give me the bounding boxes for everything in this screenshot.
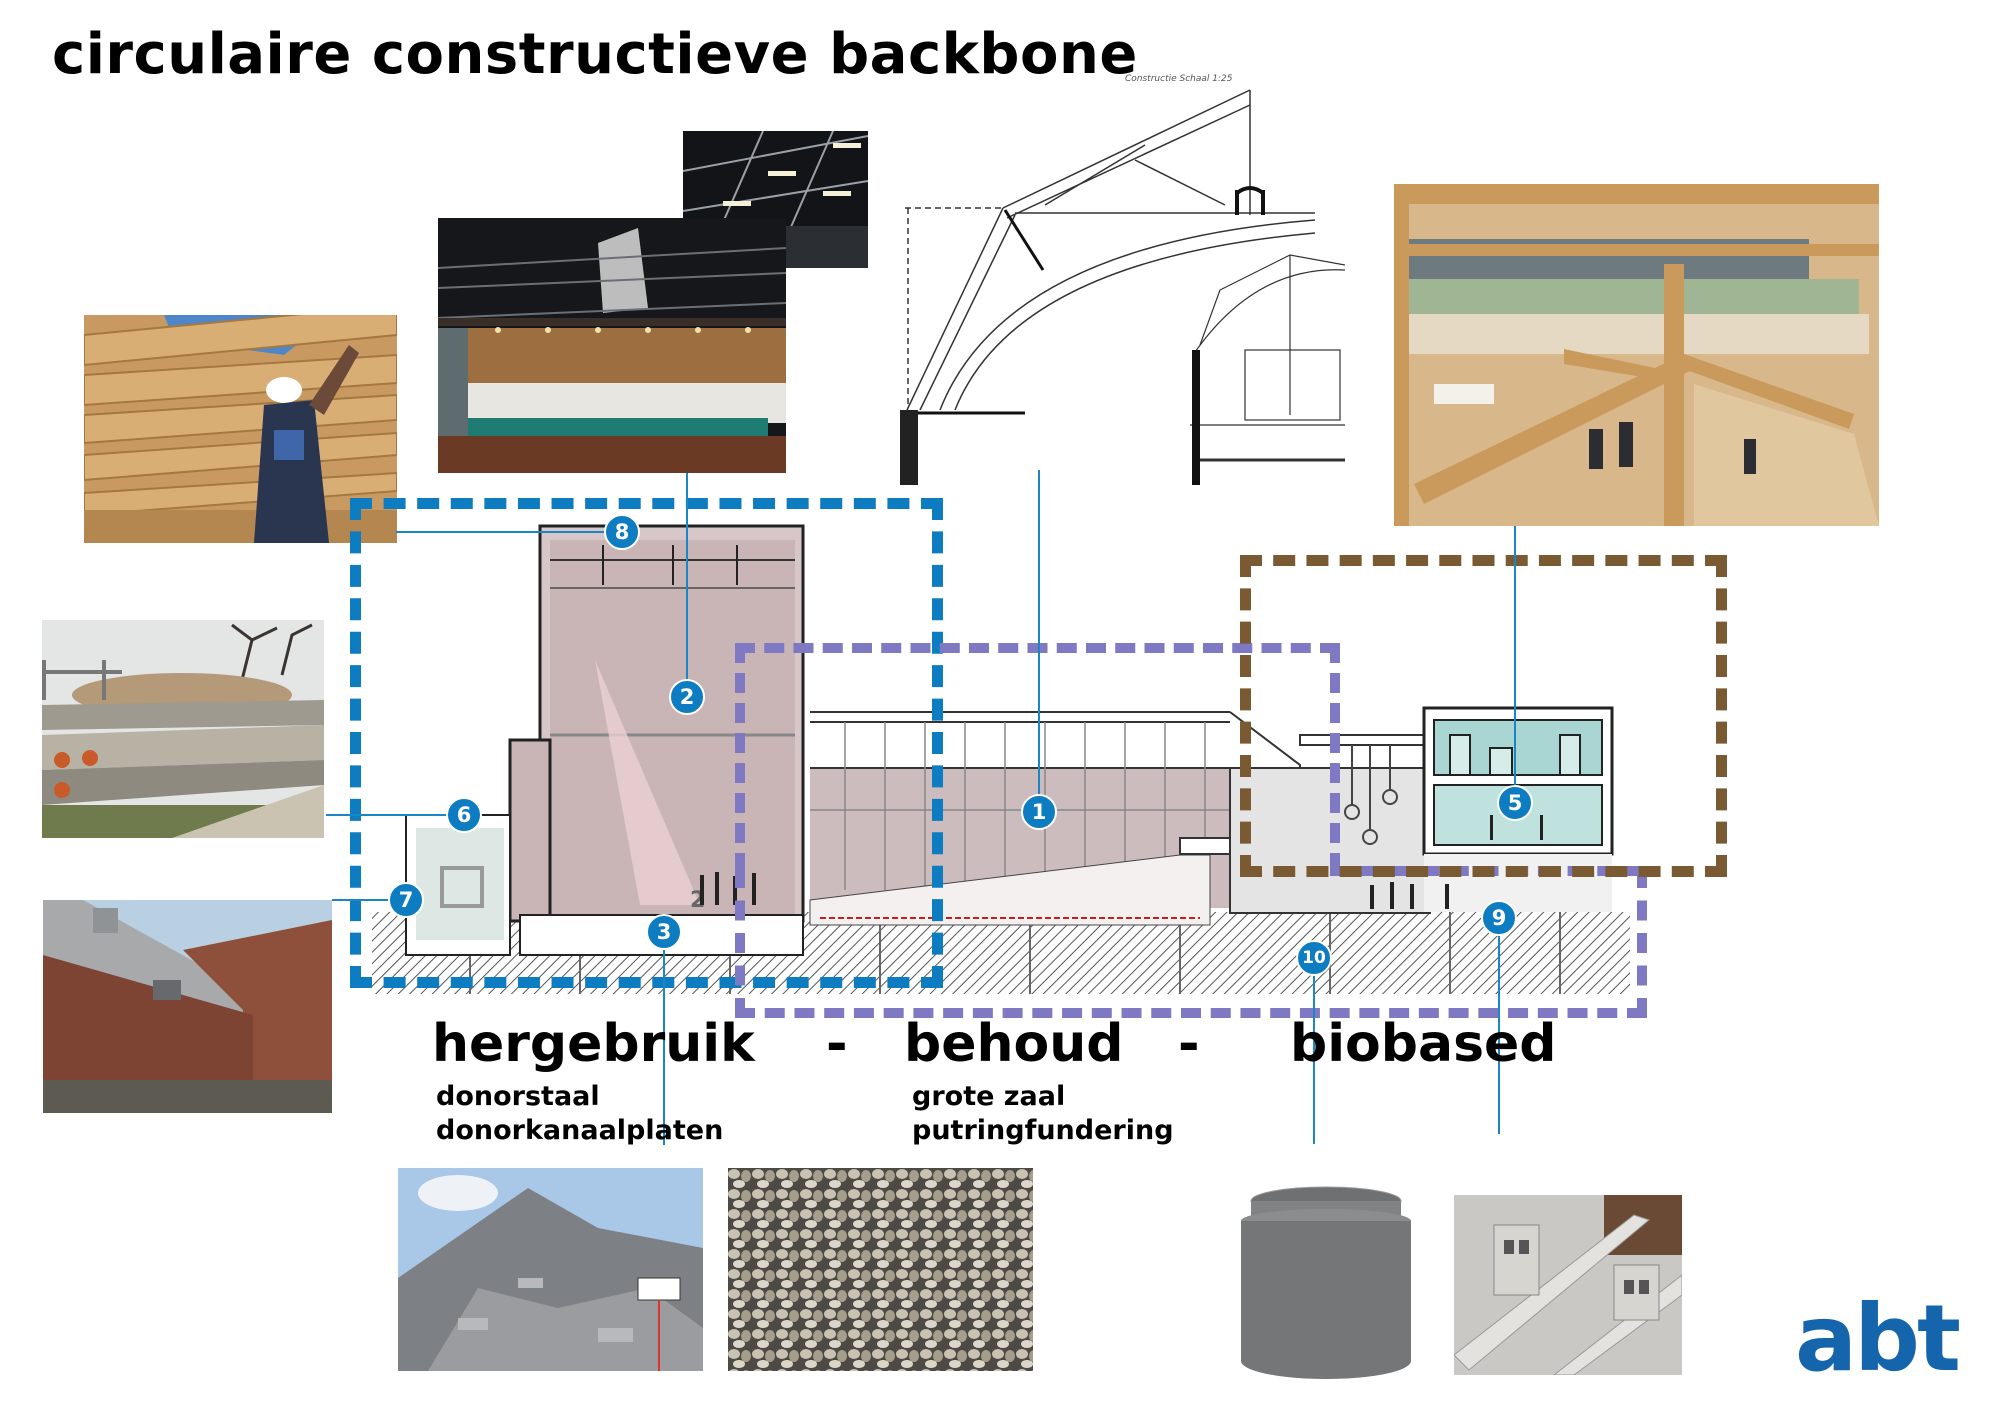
reuse-item-donorstaal: donorstaal xyxy=(436,1081,600,1112)
preserve-frame-lower xyxy=(735,868,1647,1018)
preserve-frame-upper xyxy=(735,643,1340,873)
abt-logo: abt xyxy=(1795,1285,1961,1392)
leader-line-10 xyxy=(1313,974,1315,1144)
badge-8[interactable]: 8 xyxy=(604,514,640,550)
brick-building-photo xyxy=(43,900,332,1113)
badge-9[interactable]: 9 xyxy=(1481,900,1517,936)
leader-line-6 xyxy=(326,814,448,816)
drawing-caption: Constructie Schaal 1:25 xyxy=(1125,74,1233,84)
badge-6[interactable]: 6 xyxy=(446,797,482,833)
hollow-core-slabs-photo xyxy=(42,620,324,838)
badge-1[interactable]: 1 xyxy=(1021,794,1057,830)
leader-line-8 xyxy=(396,531,606,533)
preserve-item-putringfundering: putringfundering xyxy=(912,1115,1174,1146)
timber-beams-worker-photo xyxy=(84,315,397,543)
theme-preserve: behoud xyxy=(904,1014,1124,1074)
badge-5[interactable]: 5 xyxy=(1497,785,1533,821)
leader-line-2 xyxy=(686,473,688,681)
historic-truss-drawing: Constructie Schaal 1:25 xyxy=(885,65,1345,485)
leader-line-1 xyxy=(1038,470,1040,796)
theme-reuse: hergebruik xyxy=(432,1014,755,1074)
concrete-well-ring-photo xyxy=(1236,1183,1416,1383)
theme-separator-2: - xyxy=(1178,1014,1200,1074)
theme-separator-1: - xyxy=(826,1014,848,1074)
badge-2[interactable]: 2 xyxy=(669,679,705,715)
biobased-frame xyxy=(1240,555,1727,877)
theme-biobased: biobased xyxy=(1290,1014,1557,1074)
leader-line-5 xyxy=(1514,526,1516,788)
badge-3[interactable]: 3 xyxy=(646,914,682,950)
concrete-blocks-photo xyxy=(1454,1195,1682,1375)
leader-line-3 xyxy=(663,948,665,1145)
timber-atrium-photo xyxy=(1394,184,1879,526)
page-title: circulaire constructieve backbone xyxy=(52,22,1138,87)
reuse-frame xyxy=(350,498,943,988)
badge-10[interactable]: 10 xyxy=(1296,940,1332,976)
leader-line-7 xyxy=(332,899,390,901)
crushed-aggregate-photo xyxy=(728,1168,1033,1371)
leader-line-9 xyxy=(1498,934,1500,1134)
badge-7[interactable]: 7 xyxy=(388,882,424,918)
foyer-interior-photo xyxy=(438,218,786,473)
concrete-rubble-photo xyxy=(398,1168,703,1371)
reuse-item-donorkanaalplaten: donorkanaalplaten xyxy=(436,1115,724,1146)
preserve-item-grote-zaal: grote zaal xyxy=(912,1081,1066,1112)
